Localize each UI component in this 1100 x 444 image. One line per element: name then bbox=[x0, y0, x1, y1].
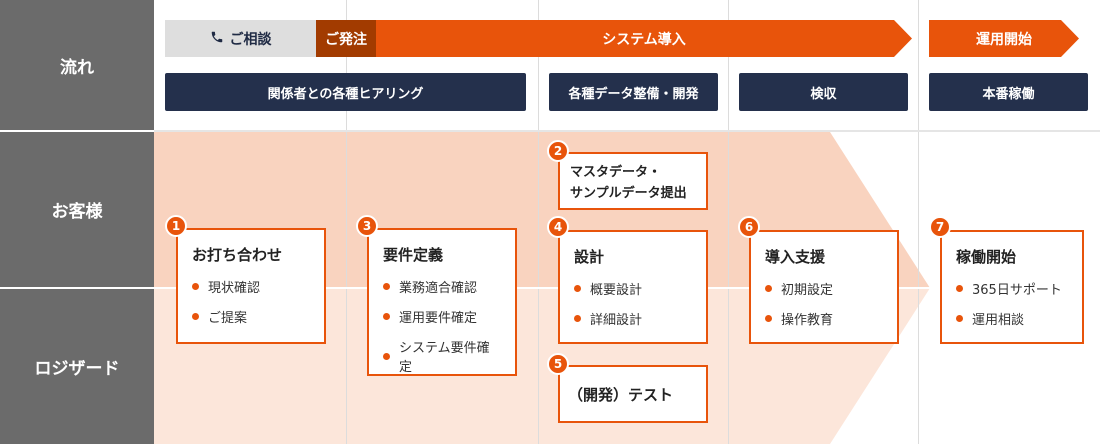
list-item: 運用相談 bbox=[956, 309, 1068, 328]
step-test: （開発）テスト bbox=[558, 365, 708, 423]
list-item: 現状確認 bbox=[192, 277, 310, 296]
step-item-list: 概要設計 詳細設計 bbox=[574, 279, 692, 328]
list-item: 365日サポート bbox=[956, 279, 1068, 298]
bullet-icon bbox=[956, 315, 963, 322]
bullet-icon bbox=[765, 315, 772, 322]
phase-label: 検収 bbox=[810, 86, 837, 102]
phase-label: 本番稼働 bbox=[982, 86, 1035, 102]
step-title: 設計 bbox=[574, 248, 605, 266]
bullet-icon bbox=[765, 285, 772, 292]
step-requirements: 要件定義 業務適合確認 運用要件確定 システム要件確定 bbox=[367, 228, 517, 376]
step-number: 1 bbox=[171, 219, 181, 233]
phase-production: 本番稼働 bbox=[929, 73, 1088, 111]
flow-operation-start-label: 運用開始 bbox=[976, 31, 1032, 48]
bullet-icon bbox=[383, 283, 390, 290]
list-item-label: 概要設計 bbox=[590, 283, 643, 298]
bullet-icon bbox=[383, 313, 390, 320]
step-number-badge: 6 bbox=[738, 216, 760, 238]
list-item: 初期設定 bbox=[765, 279, 883, 298]
step-number: 5 bbox=[553, 357, 563, 371]
bullet-icon bbox=[383, 352, 390, 360]
step-item-list: 現状確認 ご提案 bbox=[192, 277, 310, 326]
phase-label: 関係者との各種ヒアリング bbox=[267, 86, 424, 102]
step-number-badge: 4 bbox=[547, 216, 569, 238]
flow-order-label: ご発注 bbox=[325, 31, 367, 48]
step-number: 7 bbox=[935, 220, 945, 234]
list-item-label: 現状確認 bbox=[208, 281, 261, 296]
bullet-icon bbox=[192, 283, 199, 290]
step-number-badge: 3 bbox=[356, 215, 378, 237]
step-item-list: 初期設定 操作教育 bbox=[765, 279, 883, 328]
step-number-badge: 7 bbox=[929, 216, 951, 238]
flow-operation-start-arrow: 運用開始 bbox=[929, 20, 1079, 57]
bullet-icon bbox=[574, 315, 581, 322]
bullet-icon bbox=[956, 285, 963, 292]
list-item: 概要設計 bbox=[574, 279, 692, 298]
step-title: お打ち合わせ bbox=[192, 246, 283, 264]
flow-consult: ご相談 bbox=[165, 20, 316, 57]
list-item: 業務適合確認 bbox=[383, 277, 501, 296]
list-item-label: 運用相談 bbox=[972, 313, 1025, 328]
flow-order: ご発注 bbox=[316, 20, 376, 57]
row-label-text: ロジザード bbox=[34, 359, 120, 379]
list-item: 詳細設計 bbox=[574, 309, 692, 328]
step-title: 稼働開始 bbox=[956, 248, 1017, 266]
list-item-label: 365日サポート bbox=[972, 283, 1062, 298]
list-item-label: 業務適合確認 bbox=[399, 281, 478, 296]
list-item-label: 初期設定 bbox=[781, 283, 834, 298]
phase-label: 各種データ整備・開発 bbox=[568, 86, 699, 102]
step-number: 4 bbox=[553, 220, 563, 234]
step-number: 2 bbox=[553, 144, 563, 158]
step-item-list: 業務適合確認 運用要件確定 システム要件確定 bbox=[383, 277, 501, 375]
row-label-text: お客様 bbox=[51, 202, 103, 222]
list-item: 操作教育 bbox=[765, 309, 883, 328]
step-meeting: お打ち合わせ 現状確認 ご提案 bbox=[176, 228, 326, 344]
grid-line bbox=[346, 0, 347, 444]
row-label-customer: お客様 bbox=[0, 132, 154, 287]
step-item-list: 365日サポート 運用相談 bbox=[956, 279, 1068, 328]
step-number-badge: 5 bbox=[547, 353, 569, 375]
list-item: システム要件確定 bbox=[383, 337, 501, 375]
list-item-label: ご提案 bbox=[208, 311, 248, 326]
flow-consult-label: ご相談 bbox=[229, 31, 272, 48]
list-item-label: 操作教育 bbox=[781, 313, 834, 328]
step-master-data: マスタデータ・ サンプルデータ提出 bbox=[558, 152, 708, 210]
row-label-text: 流れ bbox=[60, 57, 94, 78]
step-number-badge: 2 bbox=[547, 140, 569, 162]
bullet-icon bbox=[574, 285, 581, 292]
list-item: ご提案 bbox=[192, 307, 310, 326]
phase-acceptance: 検収 bbox=[739, 73, 908, 111]
step-operation-start: 稼働開始 365日サポート 運用相談 bbox=[940, 230, 1084, 344]
list-item-label: システム要件確定 bbox=[399, 341, 490, 375]
grid-line bbox=[918, 0, 919, 444]
step-title-line: サンプルデータ提出 bbox=[570, 186, 687, 201]
bullet-icon bbox=[192, 313, 199, 320]
row-divider bbox=[154, 130, 1100, 132]
phone-icon bbox=[210, 30, 224, 48]
step-number-badge: 1 bbox=[165, 215, 187, 237]
step-introduction-support: 導入支援 初期設定 操作教育 bbox=[749, 230, 899, 344]
list-item: 運用要件確定 bbox=[383, 307, 501, 326]
list-item-label: 運用要件確定 bbox=[399, 311, 478, 326]
grid-line bbox=[538, 0, 539, 444]
flow-system-intro-arrow: システム導入 bbox=[376, 20, 912, 57]
step-title: 導入支援 bbox=[765, 248, 826, 266]
step-number: 6 bbox=[744, 220, 754, 234]
phase-data-development: 各種データ整備・開発 bbox=[549, 73, 718, 111]
grid-line bbox=[728, 0, 729, 444]
row-label-logizard: ロジザード bbox=[0, 289, 154, 444]
step-title: 要件定義 bbox=[383, 246, 444, 264]
step-title-line: マスタデータ・ bbox=[570, 165, 662, 180]
list-item-label: 詳細設計 bbox=[590, 313, 643, 328]
step-design: 設計 概要設計 詳細設計 bbox=[558, 230, 708, 344]
row-label-flow: 流れ bbox=[0, 0, 154, 130]
step-title: （開発）テスト bbox=[568, 385, 674, 404]
step-number: 3 bbox=[362, 219, 372, 233]
flow-system-intro-label: システム導入 bbox=[602, 31, 686, 48]
phase-hearing: 関係者との各種ヒアリング bbox=[165, 73, 526, 111]
